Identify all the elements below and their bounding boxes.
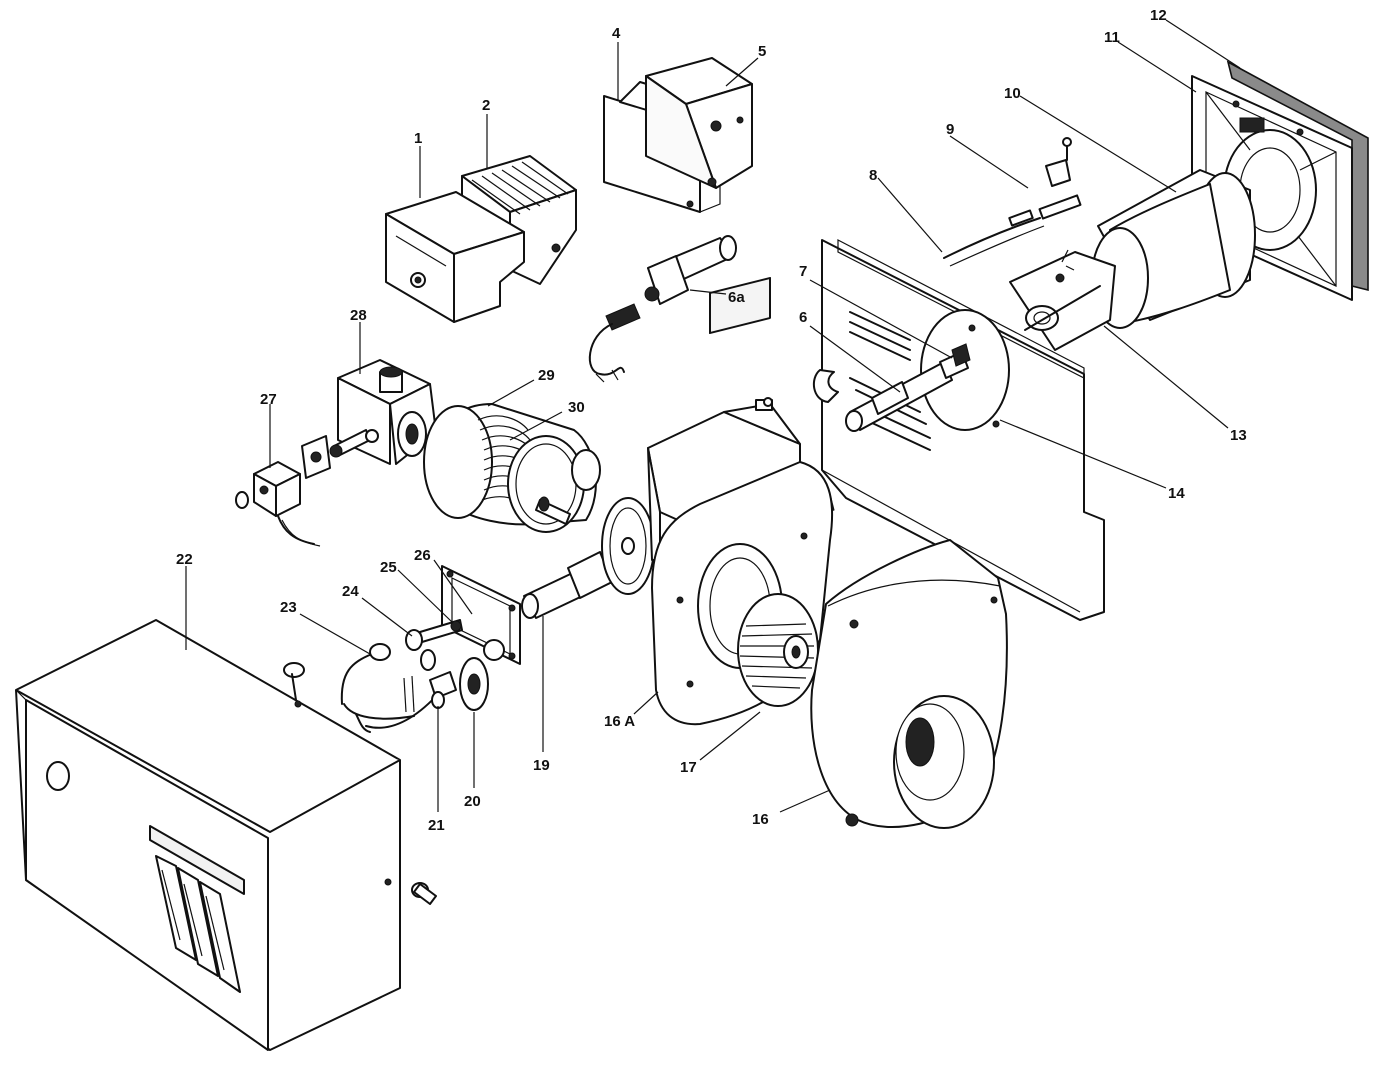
callout-14: 14 (1168, 485, 1185, 502)
callout-5: 5 (758, 43, 766, 60)
callout-2: 2 (482, 97, 490, 114)
callout-8: 8 (869, 167, 877, 184)
part-transformer-box (645, 57, 753, 189)
part-solenoid-coil (235, 461, 321, 547)
callout-10: 10 (1004, 85, 1021, 102)
callout-7: 7 (799, 263, 807, 280)
callout-21: 21 (428, 817, 445, 834)
callout-28: 28 (350, 307, 367, 324)
part-screw-small (283, 662, 305, 701)
part-electrodes (943, 137, 1082, 267)
callout-17: 17 (680, 759, 697, 776)
callout-20: 20 (464, 793, 481, 810)
part-diffuser (1009, 249, 1116, 351)
part-gasket-square (301, 435, 331, 479)
part-gasket-oval (459, 657, 489, 711)
callout-16: 16 (752, 811, 769, 828)
callout-1: 1 (414, 130, 422, 147)
callout-6: 6 (799, 309, 807, 326)
callout-30: 30 (568, 399, 585, 416)
cover-logo (155, 855, 241, 993)
part-photocell (588, 235, 737, 383)
callout-12: 12 (1150, 7, 1167, 24)
callout-22: 22 (176, 551, 193, 568)
leader-lines (185, 19, 1241, 813)
callout-27: 27 (260, 391, 277, 408)
part-control-relay (385, 191, 525, 323)
callout-23: 23 (280, 599, 297, 616)
callout-16a: 16 A (604, 713, 635, 730)
callout-9: 9 (946, 121, 954, 138)
part-motor (423, 403, 601, 533)
part-screw-cover (411, 882, 437, 905)
callout-29: 29 (538, 367, 555, 384)
callout-13: 13 (1230, 427, 1247, 444)
part-pump-cover (441, 565, 521, 665)
callout-24: 24 (342, 583, 359, 600)
part-oil-pump (329, 359, 437, 465)
part-fan-scroll (810, 539, 1008, 829)
part-motor-flange (601, 497, 655, 595)
callout-25: 25 (380, 559, 397, 576)
callout-labels: 1 2 4 5 6a 6 7 8 9 10 11 12 13 14 16 A 1… (176, 7, 1247, 834)
part-fan-wheel (737, 593, 819, 707)
part-nozzle-line (845, 343, 971, 432)
callout-6a: 6a (728, 289, 745, 306)
callout-11: 11 (1104, 29, 1120, 46)
callout-4: 4 (612, 25, 621, 42)
part-blast-tube (1091, 169, 1256, 329)
part-burner-cover (15, 619, 401, 1051)
terminal-strip (471, 161, 569, 215)
part-screw-fitting (405, 619, 463, 671)
part-oil-lines (340, 643, 457, 733)
callout-19: 19 (533, 757, 550, 774)
callout-26: 26 (414, 547, 431, 564)
